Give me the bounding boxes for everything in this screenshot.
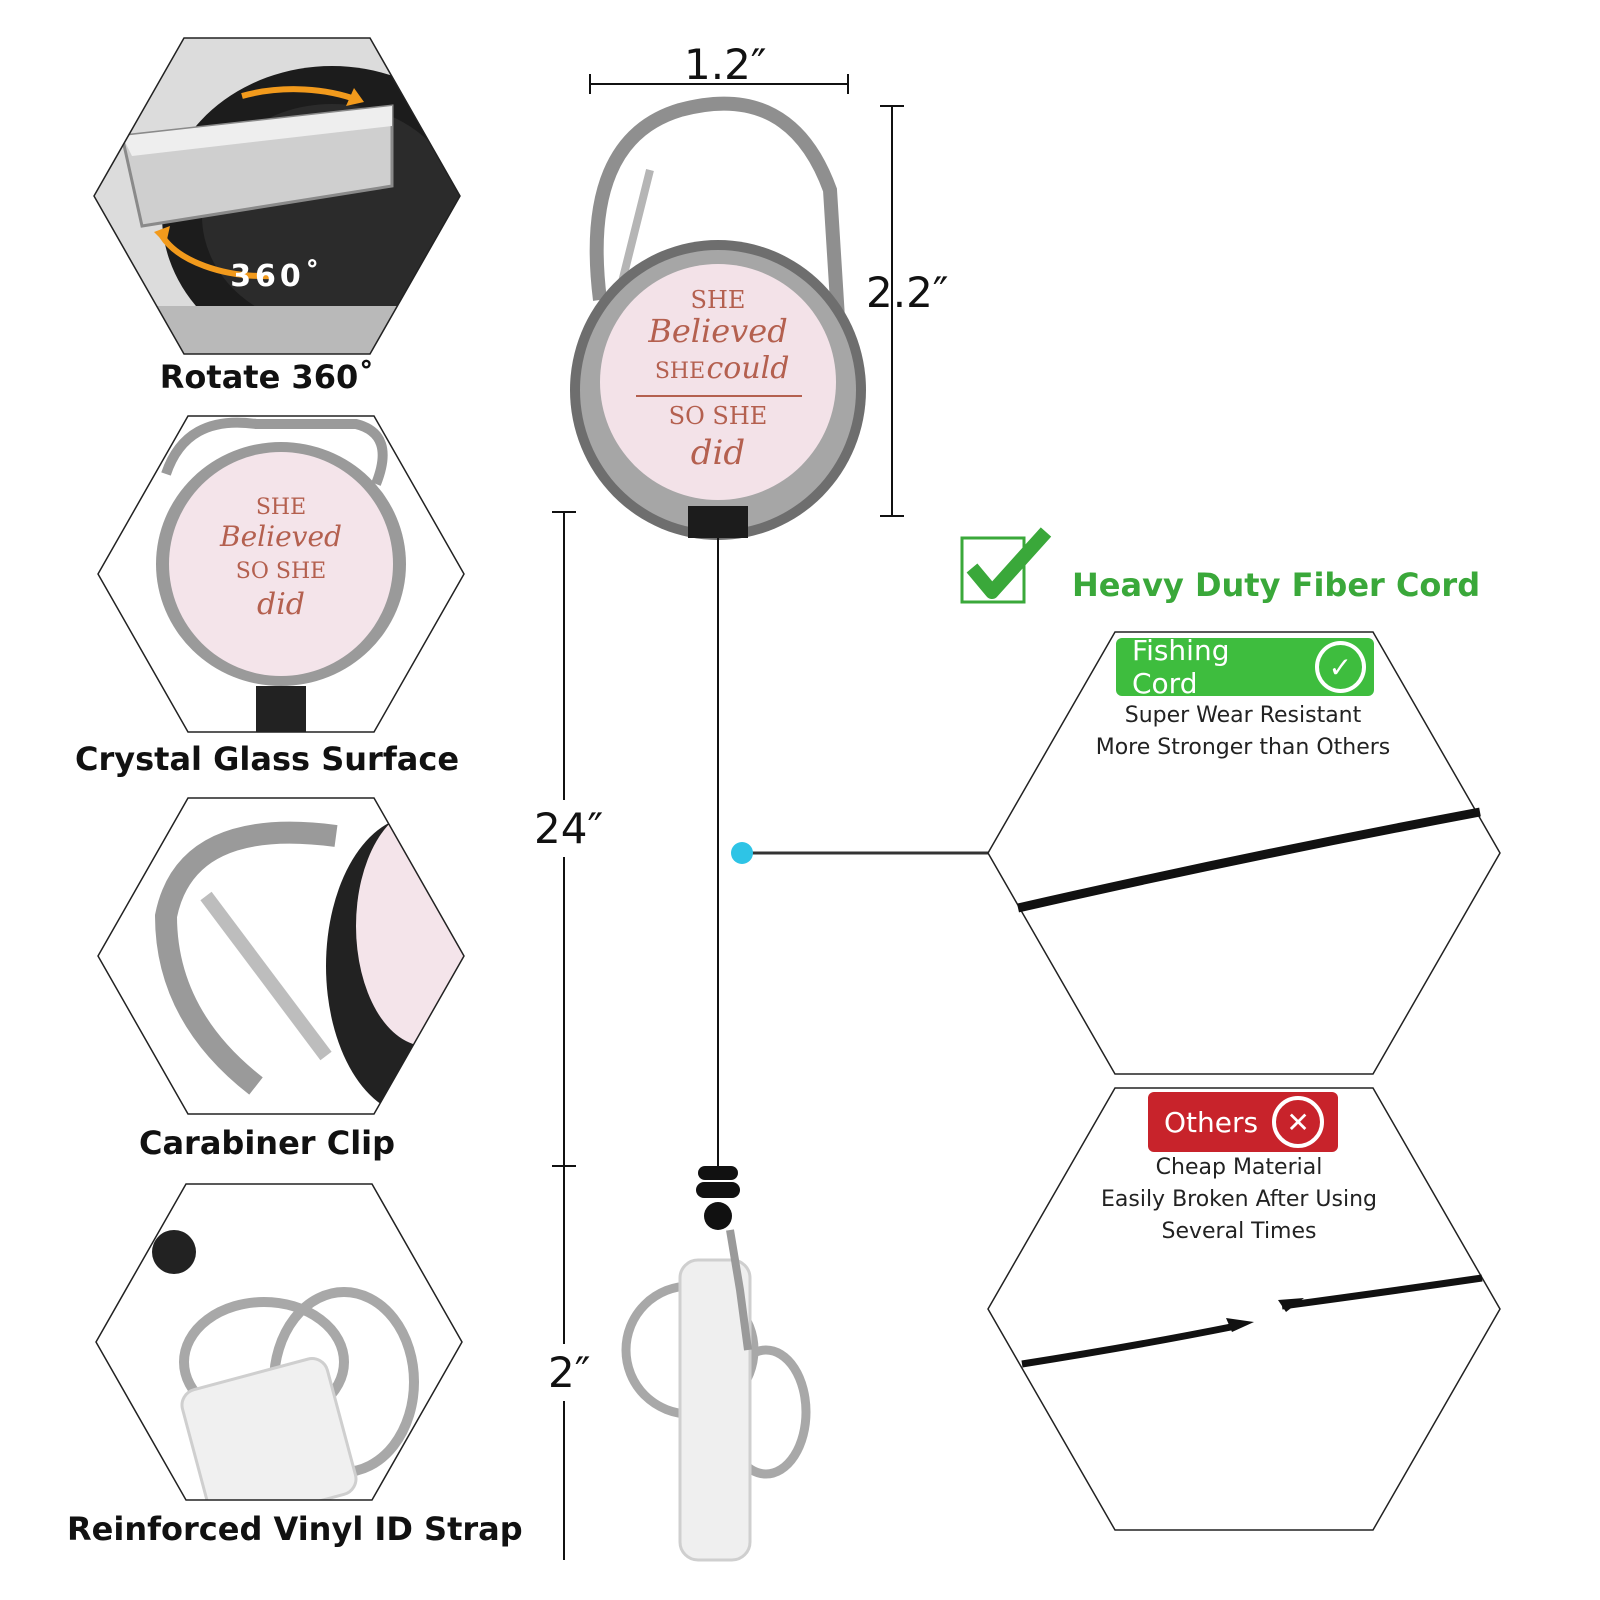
cord-hex-good	[987, 631, 1501, 1075]
rotate-overlay-text: 360˚	[230, 258, 324, 294]
caption-carabiner: Carabiner Clip	[138, 1124, 396, 1162]
feature-hex-strap	[95, 1183, 463, 1501]
svg-text:SO SHE: SO SHE	[236, 559, 326, 584]
fishing-cord-description: Super Wear Resistant More Stronger than …	[1093, 700, 1393, 764]
x-circle-icon: ✕	[1272, 1096, 1325, 1148]
dimension-strap-length: 2″	[548, 1344, 591, 1401]
others-line: Cheap Material	[1155, 1155, 1323, 1180]
svg-text:Believed: Believed	[647, 312, 787, 350]
others-label: Others	[1164, 1105, 1259, 1139]
feature-hex-rotate: 360˚	[93, 37, 461, 355]
check-circle-icon: ✓	[1314, 641, 1366, 693]
product-illustration: SHE Believed SHE could SO SHE did	[552, 74, 904, 1562]
fishing-cord-label: Fishing Cord	[1132, 634, 1230, 700]
svg-text:SHE: SHE	[655, 359, 705, 384]
svg-text:SO SHE: SO SHE	[669, 402, 768, 430]
others-badge: Others ✕	[1148, 1092, 1338, 1152]
caption-rotate: Rotate 360˚	[159, 358, 375, 396]
svg-text:could: could	[707, 351, 790, 386]
checkmark-icon	[960, 527, 1052, 604]
feature-hex-carabiner	[97, 797, 465, 1115]
cord-pointer-line	[731, 842, 990, 864]
feature-hex-glass: SHE Believed SO SHE did	[97, 415, 465, 733]
glass-quote-text: SHE Believed SO SHE did	[219, 495, 342, 622]
fishing-cord-line: Super Wear Resistant	[1124, 703, 1362, 728]
svg-text:did: did	[691, 433, 745, 473]
svg-text:Believed: Believed	[219, 520, 342, 553]
svg-text:SHE: SHE	[691, 286, 746, 314]
product-quote-text: SHE Believed SHE could SO SHE did	[636, 286, 802, 473]
dimension-height: 2.2″	[866, 268, 949, 317]
others-line: Several Times	[1161, 1219, 1317, 1244]
caption-glass: Crystal Glass Surface	[74, 740, 460, 778]
others-description: Cheap Material Easily Broken After Using…	[1089, 1152, 1389, 1248]
dimension-width: 1.2″	[684, 40, 767, 89]
caption-strap: Reinforced Vinyl ID Strap	[67, 1510, 523, 1548]
fishing-cord-line: More Stronger than Others	[1095, 735, 1391, 760]
svg-text:SHE: SHE	[256, 495, 306, 520]
fishing-cord-badge: Fishing Cord ✓	[1116, 634, 1374, 700]
svg-text:did: did	[257, 587, 305, 622]
cord-hex-bad	[987, 1087, 1501, 1531]
others-line: Easily Broken After Using	[1100, 1187, 1378, 1212]
cord-heading: Heavy Duty Fiber Cord	[1072, 566, 1481, 604]
dimension-cord-length: 24″	[534, 800, 604, 857]
